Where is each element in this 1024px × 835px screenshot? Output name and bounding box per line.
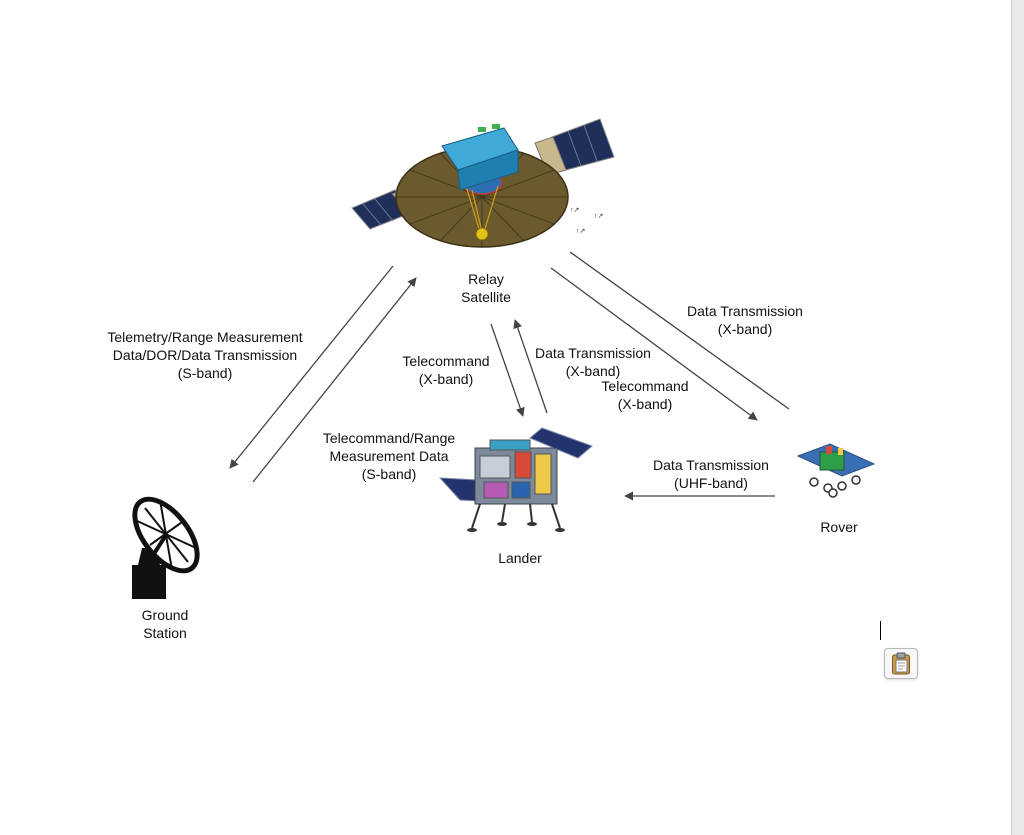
label-link-relay-to-ground: Telecommand/Range Measurement Data (S-ba… [322,430,456,482]
arrow-ground-to-relay [252,277,417,483]
link-arrows [229,251,790,501]
rover-icon [796,443,876,498]
label-link-rover-to-relay: Data Transmission (X-band) [687,303,803,337]
clipboard-icon [892,652,910,675]
label-lander: Lander [498,550,542,566]
svg-text:↑↗: ↑↗ [570,207,579,214]
text-cursor [880,621,881,640]
label-relay-satellite: Relay Satellite [461,271,511,305]
svg-text:↑↗: ↑↗ [576,228,585,235]
lander-icon [438,427,593,532]
satellite-icon: ↑↗ ↑↗ ↑↗ [351,118,615,248]
svg-text:↑↗: ↑↗ [594,213,603,220]
arrow-rover-to-relay [569,251,790,410]
label-link-relay-to-lander: Telecommand (X-band) [402,353,490,387]
arrow-relay-to-ground [229,265,394,469]
arrow-lander-to-relay [513,319,548,414]
label-link-relay-to-rover: Telecommand (X-band) [601,378,689,412]
label-link-ground-to-relay: Telemetry/Range Measurement Data/DOR/Dat… [107,329,303,381]
label-ground-station: Ground Station [141,607,189,641]
dish-antenna-icon [132,496,200,599]
label-link-lander-to-relay: Data Transmission (X-band) [535,345,651,379]
arrow-relay-to-lander [490,323,525,417]
arrow-relay-to-rover [550,267,758,421]
paste-options-button[interactable] [884,648,918,679]
vertical-scrollbar[interactable] [1011,0,1024,835]
label-rover: Rover [820,519,858,535]
label-link-rover-to-lander: Data Transmission (UHF-band) [653,457,769,491]
